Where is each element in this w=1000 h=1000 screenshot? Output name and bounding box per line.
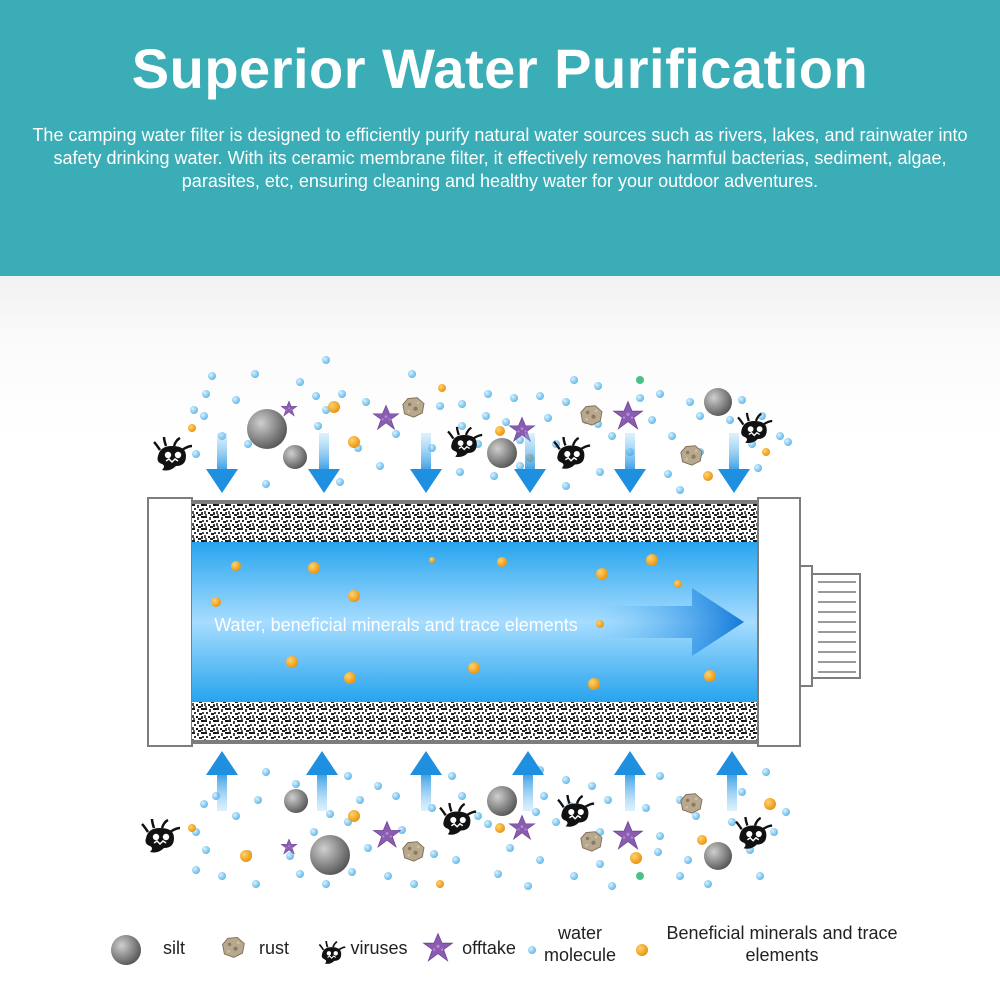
flow-direction-arrow (600, 588, 744, 656)
green-particle (636, 872, 644, 880)
legend-minerals-label: Beneficial minerals and trace elements (652, 922, 912, 968)
flow-label: Water, beneficial minerals and trace ele… (214, 615, 578, 635)
diagram-canvas: Water, beneficial minerals and trace ele… (111, 356, 861, 965)
filtration-diagram: Water, beneficial minerals and trace ele… (0, 276, 1000, 1000)
header-banner: Superior Water Purification The camping … (0, 0, 1000, 276)
water-molecule-icon (528, 946, 536, 954)
silt-particles (247, 388, 732, 875)
minerals-inside (211, 554, 716, 690)
description-text: The camping water filter is designed to … (32, 125, 968, 191)
water-molecules-bottom (192, 766, 790, 890)
silt-icon (111, 935, 141, 965)
legend-offtake-label: offtake (456, 937, 522, 967)
page-title: Superior Water Purification (131, 37, 869, 100)
virus-icon (318, 940, 347, 965)
offtake-icon (423, 933, 453, 962)
legend-rust-label: rust (246, 937, 302, 967)
legend-water-molecule-label: water molecule (538, 922, 622, 968)
legend-viruses-label: viruses (346, 937, 412, 967)
green-particle (636, 376, 644, 384)
mineral-icon (636, 944, 648, 956)
legend-icons (111, 933, 648, 965)
rust-icon (222, 936, 245, 958)
legend-silt-label: silt (144, 937, 204, 967)
